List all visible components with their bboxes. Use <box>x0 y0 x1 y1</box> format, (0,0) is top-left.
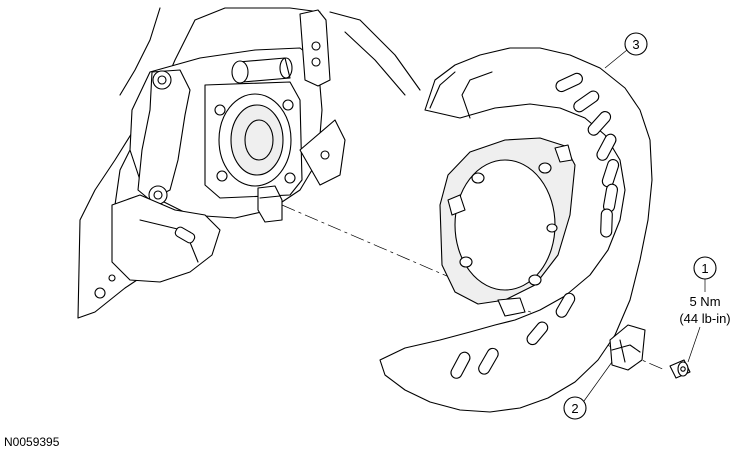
callout-2-number: 2 <box>571 401 578 416</box>
steering-knuckle-assembly <box>77 7 421 319</box>
brake-shield <box>379 47 653 413</box>
figure-id: N0059395 <box>4 435 60 449</box>
callout-1-torque-lbin: (44 lb-in) <box>679 311 730 326</box>
callout-3-number: 3 <box>632 37 639 52</box>
callout-1-torque-nm: 5 Nm <box>689 294 720 309</box>
shield-slots-bottom <box>450 292 576 379</box>
shield-bracket <box>609 324 646 371</box>
bolt <box>669 359 691 379</box>
callout-3: 3 <box>604 32 648 69</box>
shield-slots-right <box>555 72 620 238</box>
callout-1: 1 5 Nm (44 lb-in) <box>679 256 731 363</box>
callout-1-number: 1 <box>701 261 708 276</box>
callout-2: 2 <box>563 361 613 420</box>
